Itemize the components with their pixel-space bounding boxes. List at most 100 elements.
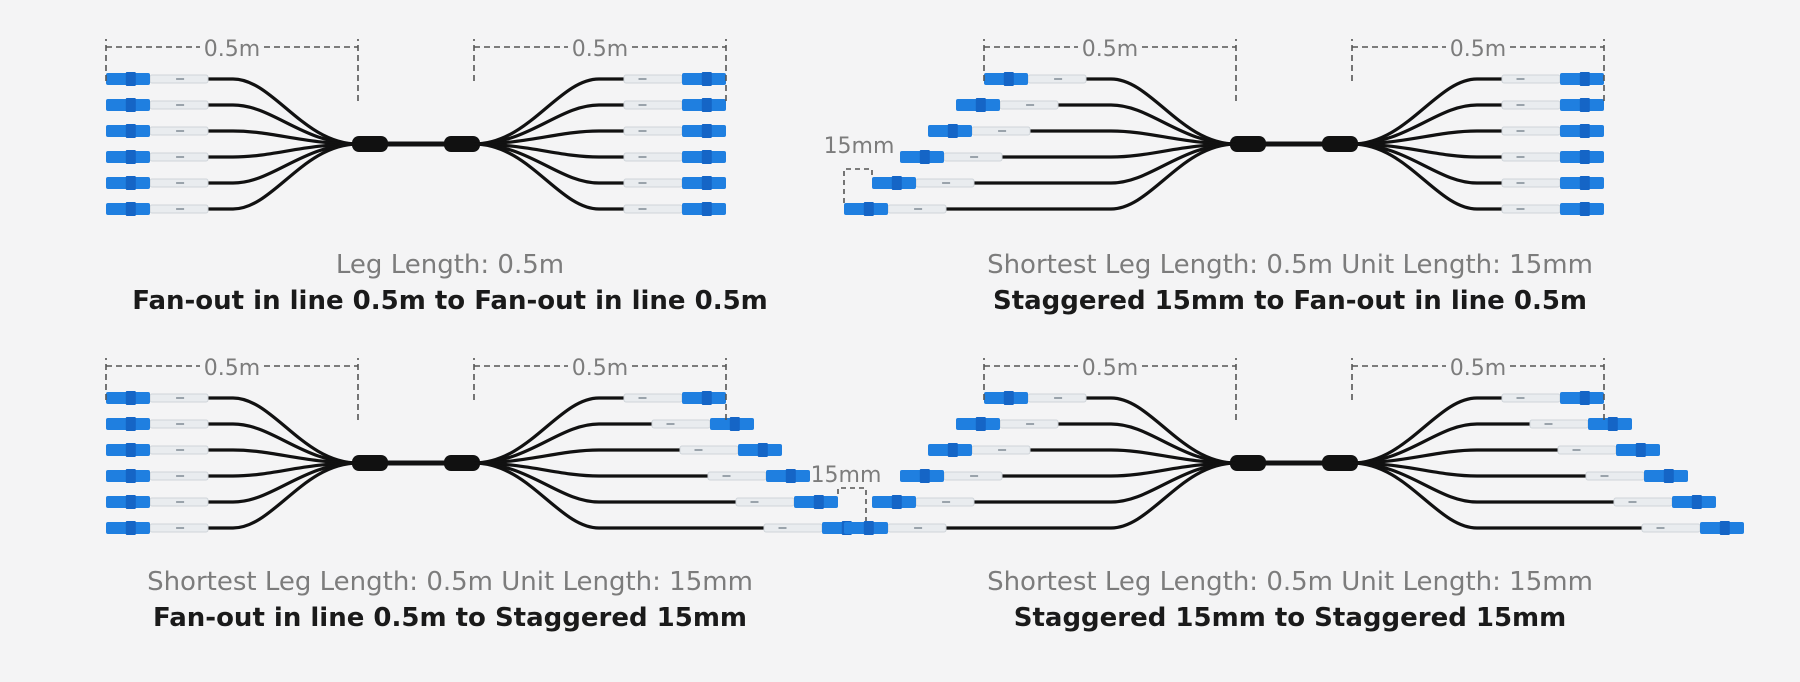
left-leg-cable	[1086, 77, 1237, 146]
left-leg-cable	[974, 142, 1237, 185]
left-leg-cable	[208, 77, 359, 146]
right-connector-boot-print	[1572, 449, 1581, 451]
right-connector-boot-print	[694, 449, 703, 451]
left-connector-plug-latch	[863, 202, 874, 216]
panel-1-title: Fan-out in line 0.5m to Fan-out in line …	[132, 286, 768, 316]
left-connector-plug-latch	[863, 521, 874, 535]
left-connector-boot-print	[914, 208, 923, 210]
right-length-dimension-label: 0.5m	[572, 37, 628, 62]
right-connector-boot-print	[1516, 156, 1525, 158]
left-connector-boot-print	[1054, 397, 1063, 399]
left-connector-boot-print	[176, 130, 185, 132]
left-connector-plug-latch	[125, 202, 136, 216]
right-connector-boot-print	[638, 182, 647, 184]
left-leg-cable	[208, 142, 359, 185]
right-connector-plug-latch	[1579, 98, 1590, 112]
right-connector-boot	[623, 152, 683, 162]
right-leg-cable	[1351, 103, 1502, 146]
left-connector-plug-latch	[1003, 72, 1014, 86]
right-connector-plug-latch	[1579, 150, 1590, 164]
left-connector-boot-print	[176, 475, 185, 477]
left-leg-cable	[946, 461, 1237, 530]
left-leg-cable	[208, 142, 359, 211]
left-connector-boot-print	[998, 130, 1007, 132]
right-connector-boot-print	[638, 156, 647, 158]
left-connector-boot-print	[914, 527, 923, 529]
left-connector-plug-latch	[919, 150, 930, 164]
left-unit-dimension-bracket	[843, 168, 873, 203]
right-leg-cable	[1351, 461, 1614, 504]
right-leg-cable	[473, 142, 624, 211]
right-connector-boot	[1529, 419, 1589, 429]
left-connector-plug-latch	[125, 391, 136, 405]
right-connector-plug-latch	[1719, 521, 1730, 535]
panel-2-caption: Shortest Leg Length: 0.5m Unit Length: 1…	[840, 248, 1740, 320]
left-connector-boot-print	[176, 78, 185, 80]
right-leg-cable	[473, 129, 624, 146]
left-connector-boot-print	[998, 449, 1007, 451]
left-connector-plug-latch	[125, 72, 136, 86]
left-connector-plug-latch	[125, 124, 136, 138]
right-leg-cable	[473, 142, 624, 185]
right-connector-boot	[623, 126, 683, 136]
left-connector-plug-latch	[125, 469, 136, 483]
left-breakout-boot	[1230, 455, 1266, 471]
left-connector-plug-latch	[125, 495, 136, 509]
right-connector-boot-print	[638, 78, 647, 80]
right-leg-cable	[1351, 77, 1502, 146]
left-length-dimension-label: 0.5m	[204, 356, 260, 381]
right-connector-boot	[735, 497, 795, 507]
right-connector-plug-latch	[1635, 443, 1646, 457]
right-leg-cable	[473, 103, 624, 146]
left-connector-boot-print	[1026, 104, 1035, 106]
left-connector-plug-latch	[947, 443, 958, 457]
left-connector-boot-print	[970, 156, 979, 158]
right-connector-boot	[1501, 74, 1561, 84]
left-connector-plug-latch	[125, 176, 136, 190]
right-connector-plug-latch	[813, 495, 824, 509]
right-connector-plug-latch	[1579, 124, 1590, 138]
left-leg-cable	[208, 461, 359, 504]
right-leg-cable	[1351, 461, 1642, 530]
panel-2-title: Staggered 15mm to Fan-out in line 0.5m	[992, 286, 1587, 316]
right-connector-plug-latch	[701, 150, 712, 164]
left-connector-boot-print	[176, 208, 185, 210]
left-length-dimension-label: 0.5m	[1082, 356, 1138, 381]
right-leg-cable	[473, 396, 624, 465]
left-unit-dimension-label: 15mm	[824, 134, 895, 159]
right-connector-boot	[651, 419, 711, 429]
right-connector-boot	[1641, 523, 1701, 533]
left-connector-plug-latch	[975, 417, 986, 431]
right-connector-boot	[623, 393, 683, 403]
right-connector-boot-print	[1516, 78, 1525, 80]
panel-4-caption: Shortest Leg Length: 0.5m Unit Length: 1…	[840, 565, 1740, 637]
right-connector-boot	[1501, 204, 1561, 214]
left-connector-plug-latch	[125, 98, 136, 112]
right-connector-plug-latch	[785, 469, 796, 483]
right-length-dimension-label: 0.5m	[1450, 356, 1506, 381]
left-leg-cable	[208, 448, 359, 465]
left-connector-boot-print	[1026, 423, 1035, 425]
right-connector-boot	[679, 445, 739, 455]
left-leg-cable	[208, 129, 359, 146]
left-connector-boot-print	[942, 182, 951, 184]
panel-4-drawing: 0.5m 0.5m	[844, 356, 1744, 535]
right-connector-plug-latch	[1579, 72, 1590, 86]
left-leg-cable	[208, 103, 359, 146]
right-connector-plug-latch	[701, 124, 712, 138]
right-connector-boot-print	[750, 501, 759, 503]
right-connector-plug-latch	[701, 202, 712, 216]
left-leg-cable	[208, 422, 359, 465]
right-unit-dimension-label: 15mm	[811, 463, 882, 488]
left-connector-plug-latch	[125, 521, 136, 535]
panel-1-spec: Leg Length: 0.5m	[335, 250, 565, 280]
right-connector-boot-print	[1516, 104, 1525, 106]
right-breakout-boot	[444, 455, 480, 471]
right-connector-boot	[1501, 126, 1561, 136]
right-connector-plug-latch	[701, 72, 712, 86]
left-connector-boot-print	[176, 449, 185, 451]
right-connector-boot	[1613, 497, 1673, 507]
